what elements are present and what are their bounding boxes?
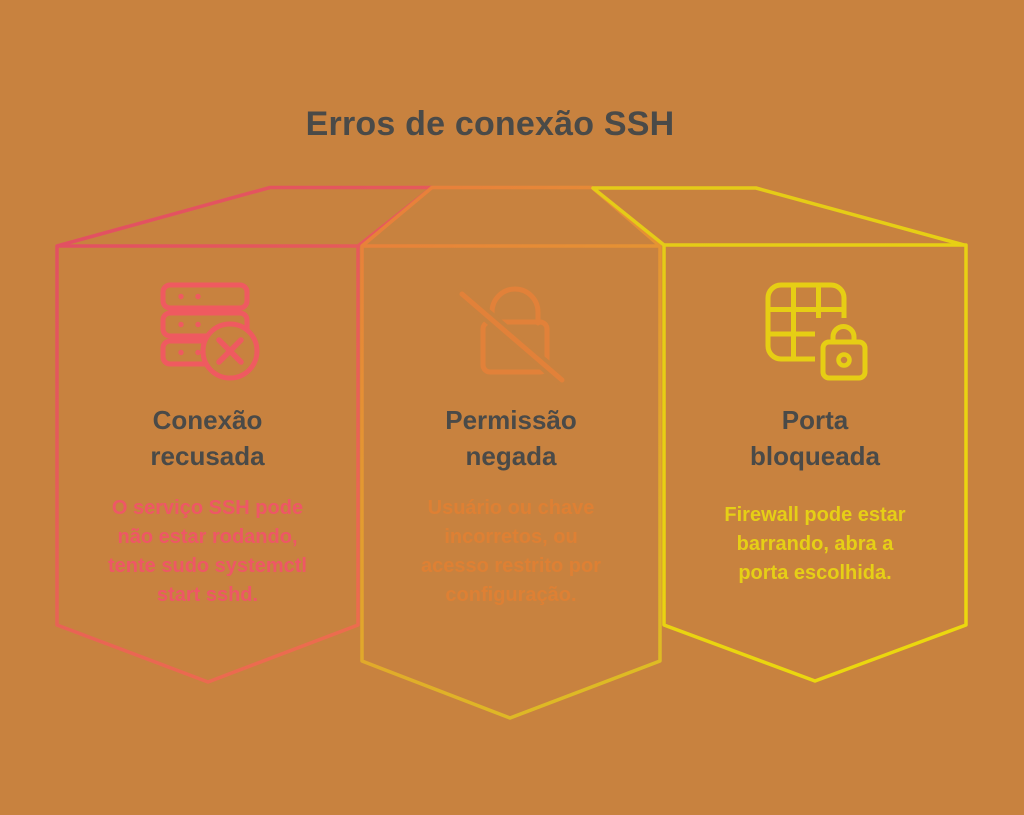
lock-slash-icon (455, 286, 569, 387)
card-2-body: Usuário ou chave incorretos, ou acesso r… (420, 497, 602, 606)
card-3-title: Porta bloqueada (749, 405, 880, 471)
banner-1-top-fold (56, 185, 434, 248)
banner-3-pennant (662, 243, 968, 683)
padlock-shackle (830, 324, 857, 345)
banner-2-pennant (360, 244, 662, 720)
card-1-body: O serviço SSH pode não estar rodando, te… (108, 497, 307, 606)
banner-1-pennant (55, 244, 360, 684)
banner-2-shape (360, 185, 662, 720)
card-3-body: Firewall pode estar barrando, abra a por… (724, 504, 906, 584)
firewall-lock-icon (765, 282, 873, 384)
card-permissao-negada: Permissão negada Usuário ou chave incorr… (362, 402, 660, 606)
padlock-body (820, 339, 868, 381)
padlock-keyhole (836, 352, 852, 368)
card-2-title: Permissão negada (445, 405, 577, 471)
server-led-dots (178, 293, 201, 356)
card-1-title: Conexão recusada (150, 405, 265, 471)
banner-3-shape (591, 186, 968, 683)
page-title: Erros de conexão SSH (305, 104, 675, 143)
banner-3-top-fold (591, 186, 965, 247)
banner-2-top-fold (360, 185, 662, 248)
lock-shackle (489, 286, 541, 326)
lock-body (480, 319, 550, 375)
error-cross (216, 337, 244, 365)
slash-line (459, 291, 565, 383)
card-conexao-recusada: Conexão recusada O serviço SSH pode não … (57, 402, 358, 606)
server-error-icon (160, 282, 260, 381)
card-porta-bloqueada: Porta bloqueada Firewall pode estar barr… (664, 402, 966, 584)
